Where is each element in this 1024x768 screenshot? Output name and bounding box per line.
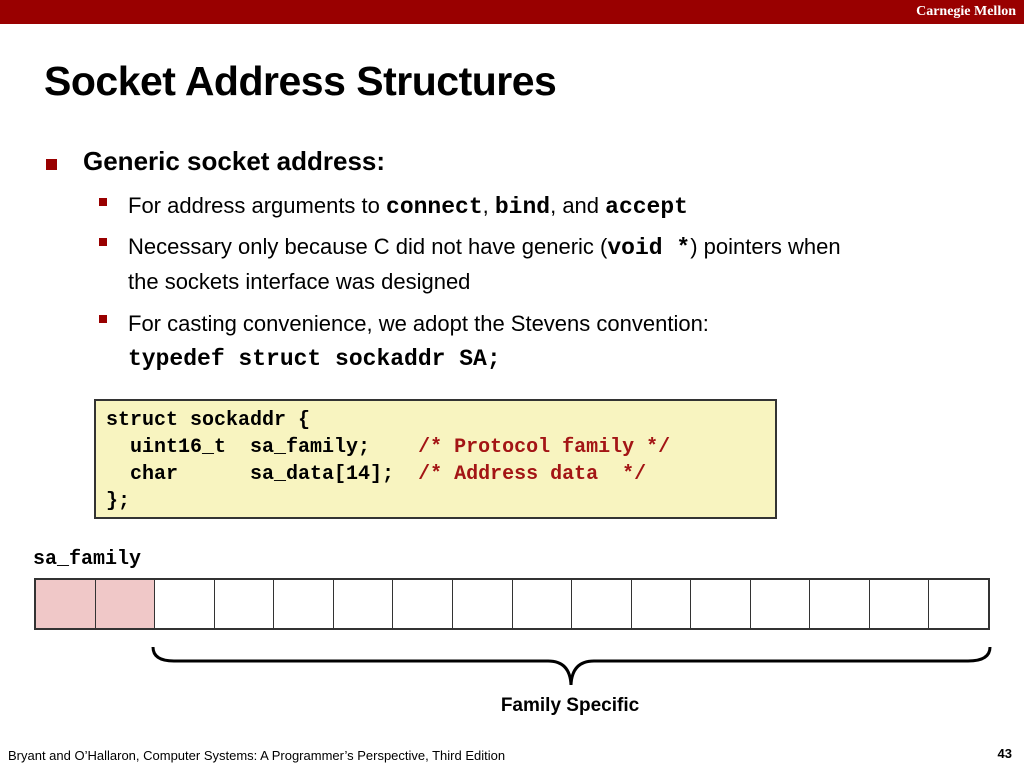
top-banner: Carnegie Mellon	[0, 0, 1024, 24]
bullet-square-icon	[99, 238, 107, 246]
code-line-1: struct sockaddr {	[106, 409, 311, 432]
sa-data-byte	[929, 580, 988, 628]
code-line-2: uint16_t sa_family; /* Protocol family *…	[106, 434, 765, 461]
typedef-line: typedef struct sockaddr SA;	[128, 346, 501, 372]
code-line-2-code: uint16_t sa_family;	[106, 436, 419, 459]
code-connect: connect	[386, 194, 483, 220]
sa-data-byte	[393, 580, 453, 628]
slide-title: Socket Address Structures	[44, 58, 557, 104]
code-line-3-code: char sa_data[14];	[106, 463, 419, 486]
sub-bullet-1: For address arguments to connect, bind, …	[128, 188, 688, 225]
sa-data-byte	[155, 580, 215, 628]
sa-family-label: sa_family	[33, 548, 142, 571]
bullet-square-icon	[99, 198, 107, 206]
sa-data-byte	[870, 580, 930, 628]
code-accept: accept	[605, 194, 688, 220]
sa-data-byte	[691, 580, 751, 628]
sa-data-byte	[751, 580, 811, 628]
sa-data-byte	[810, 580, 870, 628]
page-number: 43	[997, 746, 1012, 761]
family-specific-label: Family Specific	[500, 695, 640, 716]
sa-family-byte	[95, 580, 156, 628]
sub-bullet-2-text: Necessary only because C did not have ge…	[128, 234, 608, 259]
separator: , and	[550, 193, 606, 218]
sa-data-byte	[215, 580, 275, 628]
code-line-3-comment: /* Address data */	[418, 463, 647, 486]
code-box: struct sockaddr { uint16_t sa_family; /*…	[94, 399, 777, 519]
sa-data-byte	[274, 580, 334, 628]
sub-bullet-2: Necessary only because C did not have ge…	[128, 229, 841, 266]
curly-brace-icon	[151, 646, 992, 686]
org-name: Carnegie Mellon	[916, 4, 1016, 19]
bullet-square-icon	[99, 315, 107, 323]
sa-family-byte	[36, 580, 96, 628]
sa-data-byte	[334, 580, 394, 628]
separator: ,	[482, 193, 495, 218]
sub-bullet-2-suffix: ) pointers when	[690, 234, 841, 259]
bullet-square-icon	[46, 159, 57, 170]
code-line-3: char sa_data[14]; /* Address data */	[106, 461, 765, 488]
sa-data-byte	[513, 580, 573, 628]
byte-array	[34, 578, 990, 630]
sa-data-byte	[632, 580, 692, 628]
footer-citation: Bryant and O’Hallaron, Computer Systems:…	[8, 748, 506, 763]
main-bullet: Generic socket address:	[83, 146, 386, 176]
code-void-pointer: void *	[607, 235, 691, 261]
code-bind: bind	[494, 194, 551, 220]
sa-data-byte	[453, 580, 513, 628]
code-line-4: };	[106, 490, 131, 513]
code-line-2-comment: /* Protocol family */	[418, 436, 671, 459]
sub-bullet-3: For casting convenience, we adopt the St…	[128, 311, 709, 336]
sub-bullet-1-text: For address arguments to	[128, 193, 387, 218]
sa-data-byte	[572, 580, 632, 628]
sub-bullet-2-line2: the sockets interface was designed	[128, 269, 471, 294]
